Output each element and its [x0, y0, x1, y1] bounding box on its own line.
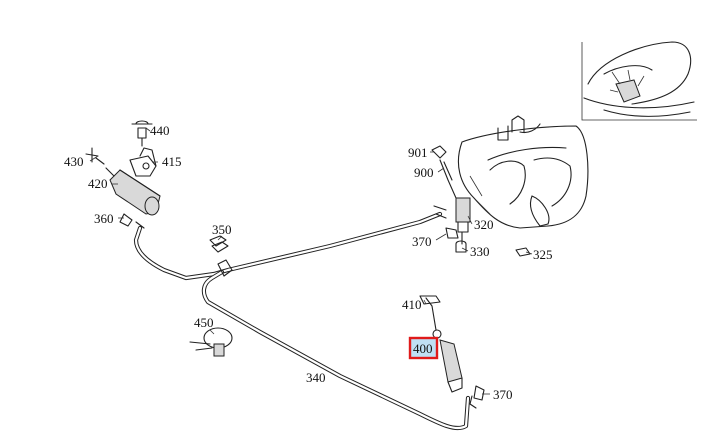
- washer-pump: [431, 145, 531, 257]
- label-330[interactable]: 330: [470, 244, 490, 259]
- label-420[interactable]: 420: [88, 176, 108, 191]
- label-400[interactable]: 400: [413, 341, 433, 356]
- label-370-jet[interactable]: 370: [493, 387, 513, 402]
- label-320[interactable]: 320: [474, 217, 494, 232]
- part-labels: 440 430 415 420 360 350 901 900 320 370 …: [64, 123, 553, 402]
- highlight-box-400: [408, 336, 439, 360]
- label-415[interactable]: 415: [162, 154, 182, 169]
- label-450[interactable]: 450: [194, 315, 214, 330]
- leader-lines: [89, 127, 533, 395]
- label-350[interactable]: 350: [212, 222, 232, 237]
- label-901[interactable]: 901: [408, 145, 428, 160]
- clamp-450: [189, 327, 233, 357]
- label-340[interactable]: 340: [306, 370, 326, 385]
- hose-clip: [209, 235, 233, 277]
- label-900[interactable]: 900: [414, 165, 434, 180]
- label-325[interactable]: 325: [533, 247, 553, 262]
- label-430[interactable]: 430: [64, 154, 84, 169]
- label-410[interactable]: 410: [402, 297, 422, 312]
- inset-view: [581, 41, 697, 121]
- label-360[interactable]: 360: [94, 211, 114, 226]
- label-440[interactable]: 440: [150, 123, 170, 138]
- washer-reservoir: [457, 115, 589, 229]
- label-370-pump[interactable]: 370: [412, 234, 432, 249]
- headlamp-washer-nozzle: [85, 120, 161, 229]
- hose-lines: [133, 211, 471, 431]
- washer-jet-400: [419, 295, 485, 409]
